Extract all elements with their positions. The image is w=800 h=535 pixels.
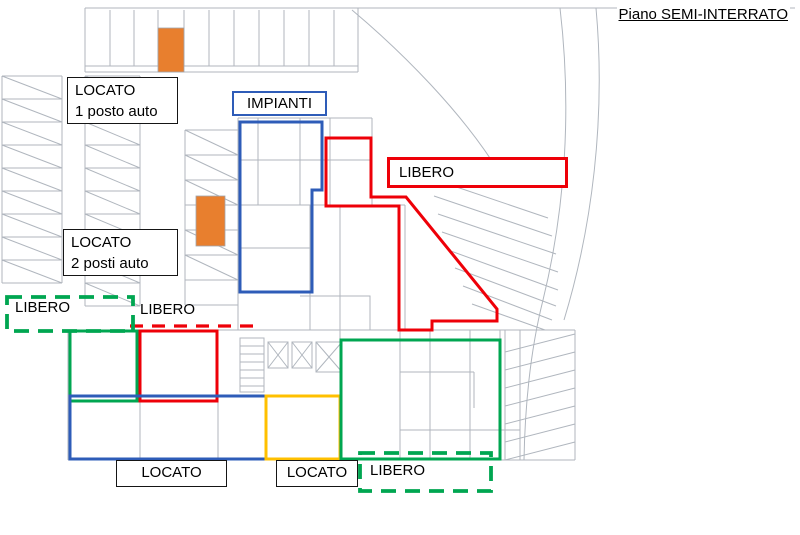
label-locato-2-posti-auto: LOCATO 2 posti auto [63, 229, 178, 276]
label-locato-2-subtitle: 2 posti auto [71, 255, 149, 272]
impianti-zone-outline [238, 120, 324, 294]
page-title: Piano SEMI-INTERRATO [616, 6, 790, 23]
label-libero-center: LIBERO [140, 301, 196, 318]
label-locato-bottom-left: LOCATO [116, 460, 227, 487]
blue-unit-outline [68, 394, 268, 461]
label-locato-2-title: LOCATO [71, 234, 132, 251]
label-locato-1-posto-auto: LOCATO 1 posto auto [67, 77, 178, 124]
plan-linework [1, 7, 795, 461]
orange-parking-spot-top [157, 27, 185, 73]
libero-bottom-dashed-zone [358, 451, 493, 493]
parking-highlights [157, 27, 226, 247]
label-libero-main: LIBERO [387, 157, 568, 188]
green-unit-left-outline [68, 329, 139, 403]
green-unit-right-outline [339, 338, 502, 461]
plan-road-curves [351, 7, 600, 461]
yellow-unit-outline [264, 394, 342, 461]
zone-outlines [5, 120, 502, 493]
label-libero-left: LIBERO [15, 299, 71, 316]
plan-ramp-hatch [504, 329, 576, 461]
label-impianti: IMPIANTI [232, 91, 328, 116]
red-unit-outline [138, 329, 219, 403]
label-locato-1-title: LOCATO [75, 82, 136, 99]
label-locato-bottom-center: LOCATO [276, 460, 358, 487]
label-locato-1-subtitle: 1 posto auto [75, 103, 158, 120]
libero-left-dashed-zone [5, 295, 135, 333]
label-libero-bottom-right: LIBERO [366, 461, 430, 480]
libero-main-zone-outline [324, 136, 499, 332]
orange-parking-spot-left [195, 195, 226, 247]
